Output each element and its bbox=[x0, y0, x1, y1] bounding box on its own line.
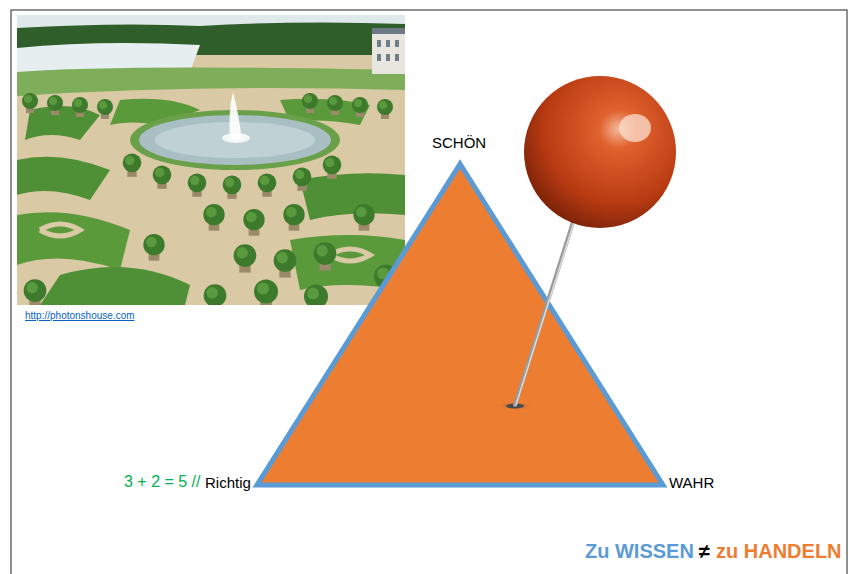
motto-part: Zu WISSEN bbox=[585, 540, 694, 563]
corner-label: SCHÖN bbox=[432, 134, 486, 151]
push-pin bbox=[497, 76, 676, 410]
corner-label: WAHR bbox=[669, 474, 714, 491]
source-link: http://photonshouse.com bbox=[25, 310, 135, 322]
garden-photo bbox=[17, 15, 405, 305]
page-frame bbox=[11, 10, 847, 574]
equation-text: 3 + 2 = 5 // bbox=[124, 473, 201, 491]
motto-part: zu HANDELN bbox=[716, 540, 842, 563]
corner-label: Richtig bbox=[205, 474, 251, 491]
motto-symbol: ≠ bbox=[699, 540, 710, 563]
